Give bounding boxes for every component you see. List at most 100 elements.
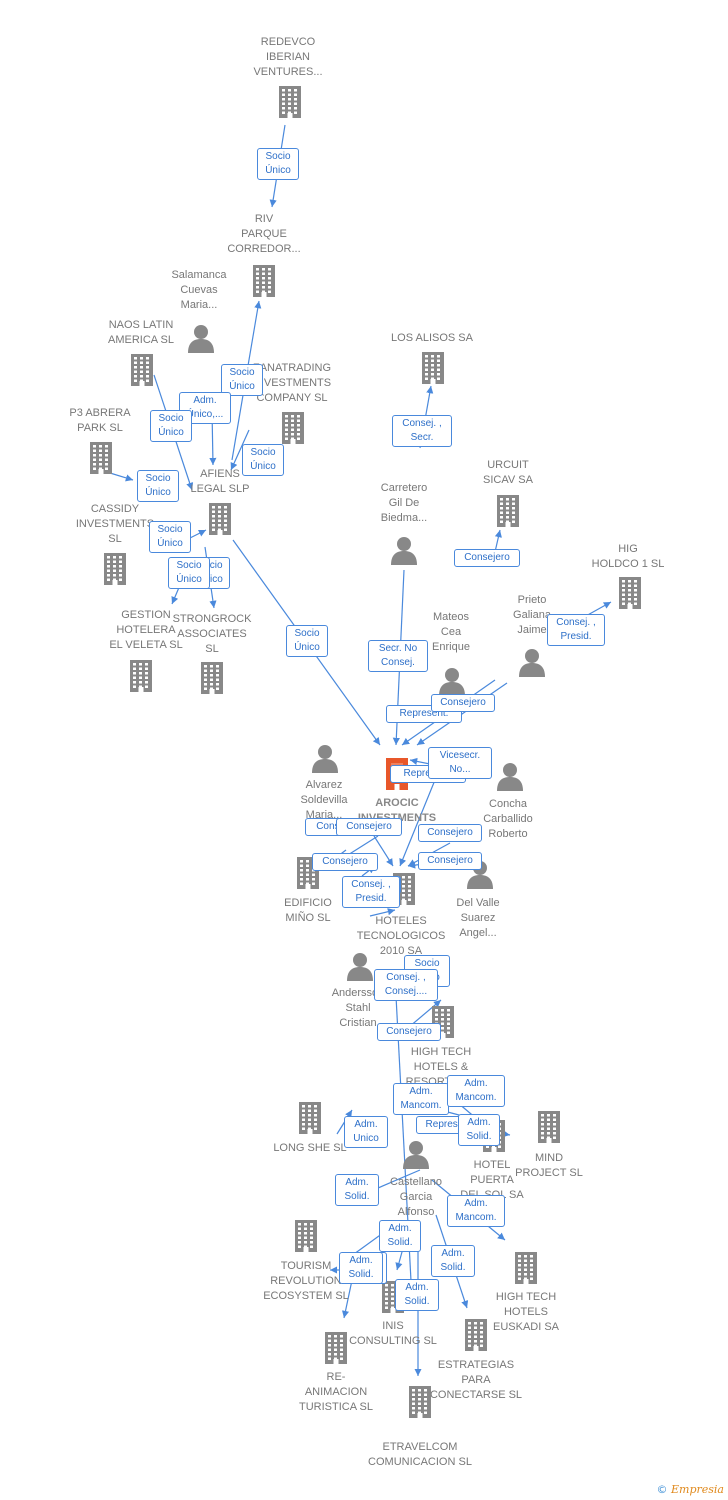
relation-edge: [373, 835, 394, 867]
building-icon: [278, 410, 308, 449]
node-label-losalisos[interactable]: LOS ALISOS SA: [372, 331, 492, 346]
relation-badge[interactable]: Adm. Solid.: [458, 1114, 500, 1146]
node-label-riv[interactable]: RIV PARQUE CORREDOR...: [204, 212, 324, 257]
node-label-naos[interactable]: NAOS LATIN AMERICA SL: [81, 318, 201, 348]
relation-edge: [416, 682, 508, 746]
node-name: Concha Carballido Roberto: [483, 798, 533, 840]
relation-badge[interactable]: Adm. Solid.: [379, 1220, 421, 1252]
node-label-salamanca[interactable]: Salamanca Cuevas Maria...: [139, 268, 259, 313]
node-name: RIV PARQUE CORREDOR...: [227, 213, 301, 255]
building-icon: [405, 1384, 435, 1423]
node-label-edificio[interactable]: EDIFICIO MIÑO SL: [248, 896, 368, 926]
relation-badge[interactable]: Vicesecr. No...: [428, 747, 492, 779]
relation-edge: [369, 908, 396, 917]
relation-badge[interactable]: Socio Único: [150, 410, 192, 442]
node-name: LOS ALISOS SA: [391, 332, 473, 344]
node-label-inis[interactable]: INIS CONSULTING SL: [333, 1319, 453, 1349]
relation-badge[interactable]: Adm. Solid.: [431, 1245, 475, 1277]
relation-badge[interactable]: Consejero: [431, 694, 495, 712]
relation-badge[interactable]: Consej. , Consej....: [374, 969, 438, 1001]
relation-badge[interactable]: Consejero: [377, 1023, 441, 1041]
node-label-p3[interactable]: P3 ABRERA PARK SL: [40, 406, 160, 436]
relation-badge[interactable]: Consejero: [418, 824, 482, 842]
relation-badge[interactable]: Adm. Unico: [344, 1116, 388, 1148]
relation-badge[interactable]: Socio Único: [286, 625, 328, 657]
node-label-etravelcom[interactable]: ETRAVELCOM COMUNICACION SL: [360, 1440, 480, 1470]
node-label-prieto[interactable]: Prieto Galiana Jaime: [472, 593, 592, 638]
node-label-longshe[interactable]: LONG SHE SL: [250, 1141, 370, 1156]
relation-badge[interactable]: Adm. Solid.: [335, 1174, 379, 1206]
node-label-concha[interactable]: Concha Carballido Roberto: [448, 797, 568, 842]
node-name: EDIFICIO MIÑO SL: [284, 897, 332, 924]
relation-badge[interactable]: Adm. Mancom.: [447, 1195, 505, 1227]
node-label-tourism[interactable]: TOURISM REVOLUTION ECOSYSTEM SL: [246, 1259, 366, 1304]
relation-badge[interactable]: Socio Único: [137, 470, 179, 502]
node-name: INIS CONSULTING SL: [349, 1320, 437, 1347]
building-icon: [291, 1218, 321, 1257]
node-label-mateos[interactable]: Mateos Cea Enrique: [391, 610, 511, 655]
node-name: RE- ANIMACION TURISTICA SL: [299, 1371, 373, 1413]
relation-badge[interactable]: Consejero: [454, 549, 520, 567]
relation-badge[interactable]: Consej. , Secr.: [392, 415, 452, 447]
node-label-redevco[interactable]: REDEVCO IBERIAN VENTURES...: [228, 35, 348, 80]
node-name: Andersson Stahl Cristian: [331, 987, 385, 1029]
relation-badge[interactable]: Socio Único: [221, 364, 263, 396]
building-icon: [461, 1317, 491, 1356]
building-icon: [295, 1100, 325, 1139]
node-label-cassidy[interactable]: CASSIDY INVESTMENTS SL: [55, 502, 175, 547]
node-label-hoteles[interactable]: HOTELES TECNOLOGICOS 2010 SA: [341, 914, 461, 959]
node-label-estrategias[interactable]: ESTRATEGIAS PARA CONECTARSE SL: [416, 1358, 536, 1403]
node-label-mind[interactable]: MIND PROJECT SL: [489, 1151, 609, 1181]
node-label-zanatrading[interactable]: ZANATRADING INVESTMENTS COMPANY SL: [232, 361, 352, 406]
node-label-strongrock[interactable]: STRONGROCK ASSOCIATES SL: [152, 612, 272, 657]
node-label-hteuskadi[interactable]: HIGH TECH HOTELS EUSKADI SA: [466, 1290, 586, 1335]
node-label-andersson[interactable]: Andersson Stahl Cristian: [298, 986, 418, 1031]
relation-edge: [230, 429, 250, 471]
building-icon: [100, 551, 130, 590]
node-label-urcuit[interactable]: URCUIT SICAV SA: [448, 458, 568, 488]
relation-badge[interactable]: Socio Único: [149, 521, 191, 553]
building-icon: [615, 575, 645, 614]
node-name: MIND PROJECT SL: [515, 1152, 583, 1179]
relation-badge[interactable]: Adm. Mancom.: [393, 1083, 449, 1115]
node-name: P3 ABRERA PARK SL: [69, 407, 131, 434]
relation-badge[interactable]: Socio Único: [242, 444, 284, 476]
person-icon: [389, 535, 419, 570]
node-name: GESTION HOTELERA EL VELETA SL: [109, 609, 183, 651]
relation-badge[interactable]: Consejero: [418, 852, 482, 870]
relation-badge[interactable]: Adm. Mancom.: [447, 1075, 505, 1107]
node-label-carretero[interactable]: Carretero Gil De Biedma...: [344, 481, 464, 526]
relation-badge[interactable]: Consejero: [336, 818, 402, 836]
node-label-reanimacion[interactable]: RE- ANIMACION TURISTICA SL: [276, 1370, 396, 1415]
building-icon: [493, 493, 523, 532]
building-icon: [127, 352, 157, 391]
relation-badge[interactable]: Consej. , Presid.: [342, 876, 400, 908]
building-icon: [511, 1250, 541, 1289]
relation-badge[interactable]: Adm. Solid.: [339, 1252, 383, 1284]
relation-badge[interactable]: Socio Único: [257, 148, 299, 180]
empresia-logo[interactable]: © Empresia: [656, 1483, 725, 1496]
node-name: REDEVCO IBERIAN VENTURES...: [253, 36, 323, 78]
relation-badge[interactable]: Secr. No Consej.: [368, 640, 428, 672]
person-icon: [517, 647, 547, 682]
node-label-hig[interactable]: HIG HOLDCO 1 SL: [568, 542, 688, 572]
node-name: LONG SHE SL: [273, 1142, 347, 1154]
person-icon: [495, 761, 525, 796]
person-icon: [186, 323, 216, 358]
building-icon: [418, 350, 448, 389]
person-icon: [401, 1139, 431, 1174]
building-icon: [275, 84, 305, 123]
node-label-delvalle[interactable]: Del Valle Suarez Angel...: [418, 896, 538, 941]
relation-edge: [494, 529, 502, 553]
node-label-afiens[interactable]: AFIENS LEGAL SLP: [160, 467, 280, 497]
relation-badge[interactable]: Socio Único: [168, 557, 210, 589]
node-name: Salamanca Cuevas Maria...: [171, 269, 227, 311]
node-label-gestion[interactable]: GESTION HOTELERA EL VELETA SL: [86, 608, 206, 653]
node-name: Mateos Cea Enrique: [432, 611, 470, 653]
relation-badge[interactable]: Consej. , Presid.: [547, 614, 605, 646]
building-icon: [249, 263, 279, 302]
relation-badge[interactable]: Adm. Solid.: [395, 1279, 439, 1311]
relation-badge[interactable]: Consejero: [312, 853, 378, 871]
node-label-castellano[interactable]: Castellano Garcia Alfonso: [356, 1175, 476, 1220]
